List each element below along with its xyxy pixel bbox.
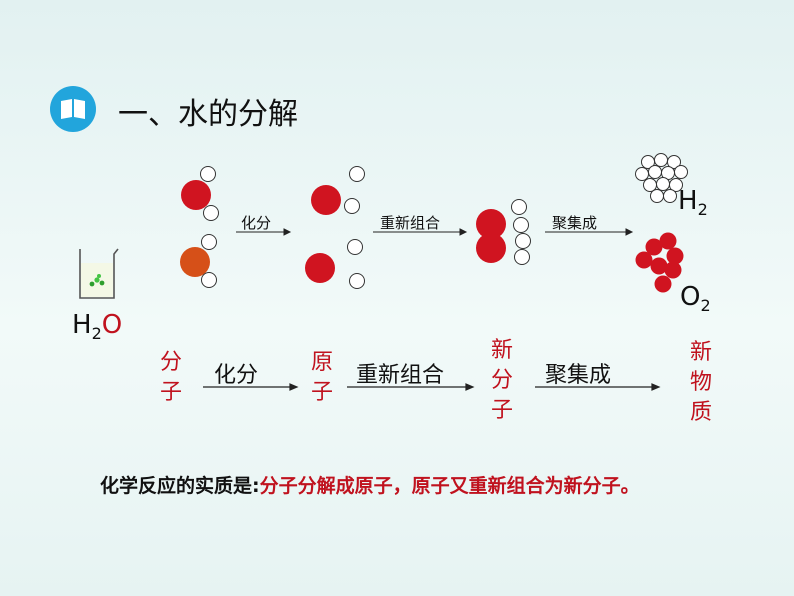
flow-molecule: 分子: [159, 350, 182, 405]
water-molecule-1: [181, 166, 219, 221]
flow-step-aggregate: 聚集成: [545, 363, 612, 388]
separated-atoms: [305, 166, 365, 289]
flow-step-recombine: 重新组合: [356, 363, 445, 388]
flow-atom: 原子: [310, 350, 333, 405]
water-formula: H2O: [72, 310, 123, 344]
arrow-label-decompose: 化分: [241, 214, 272, 232]
flow-new-substance: 新物质: [689, 340, 712, 425]
water-molecule-2: [180, 234, 217, 288]
arrow-label-aggregate: 聚集成: [552, 214, 598, 232]
h2-formula: H2: [678, 186, 708, 220]
flow-step-decompose: 化分: [214, 363, 259, 388]
o2-formula: O2: [680, 282, 711, 316]
hydrogen-cluster: [635, 153, 688, 203]
beaker-icon: [74, 246, 122, 306]
section-title: 一、水的分解: [118, 97, 298, 132]
flow-new-molecule: 新分子: [490, 338, 513, 423]
arrow-label-recombine: 重新组合: [380, 214, 441, 232]
oxygen-cluster: [635, 232, 684, 293]
conclusion-text: 化学反应的实质是:分子分解成原子，原子又重新组合为新分子。: [100, 475, 640, 497]
new-molecules: [476, 199, 531, 265]
book-icon: [50, 86, 96, 132]
